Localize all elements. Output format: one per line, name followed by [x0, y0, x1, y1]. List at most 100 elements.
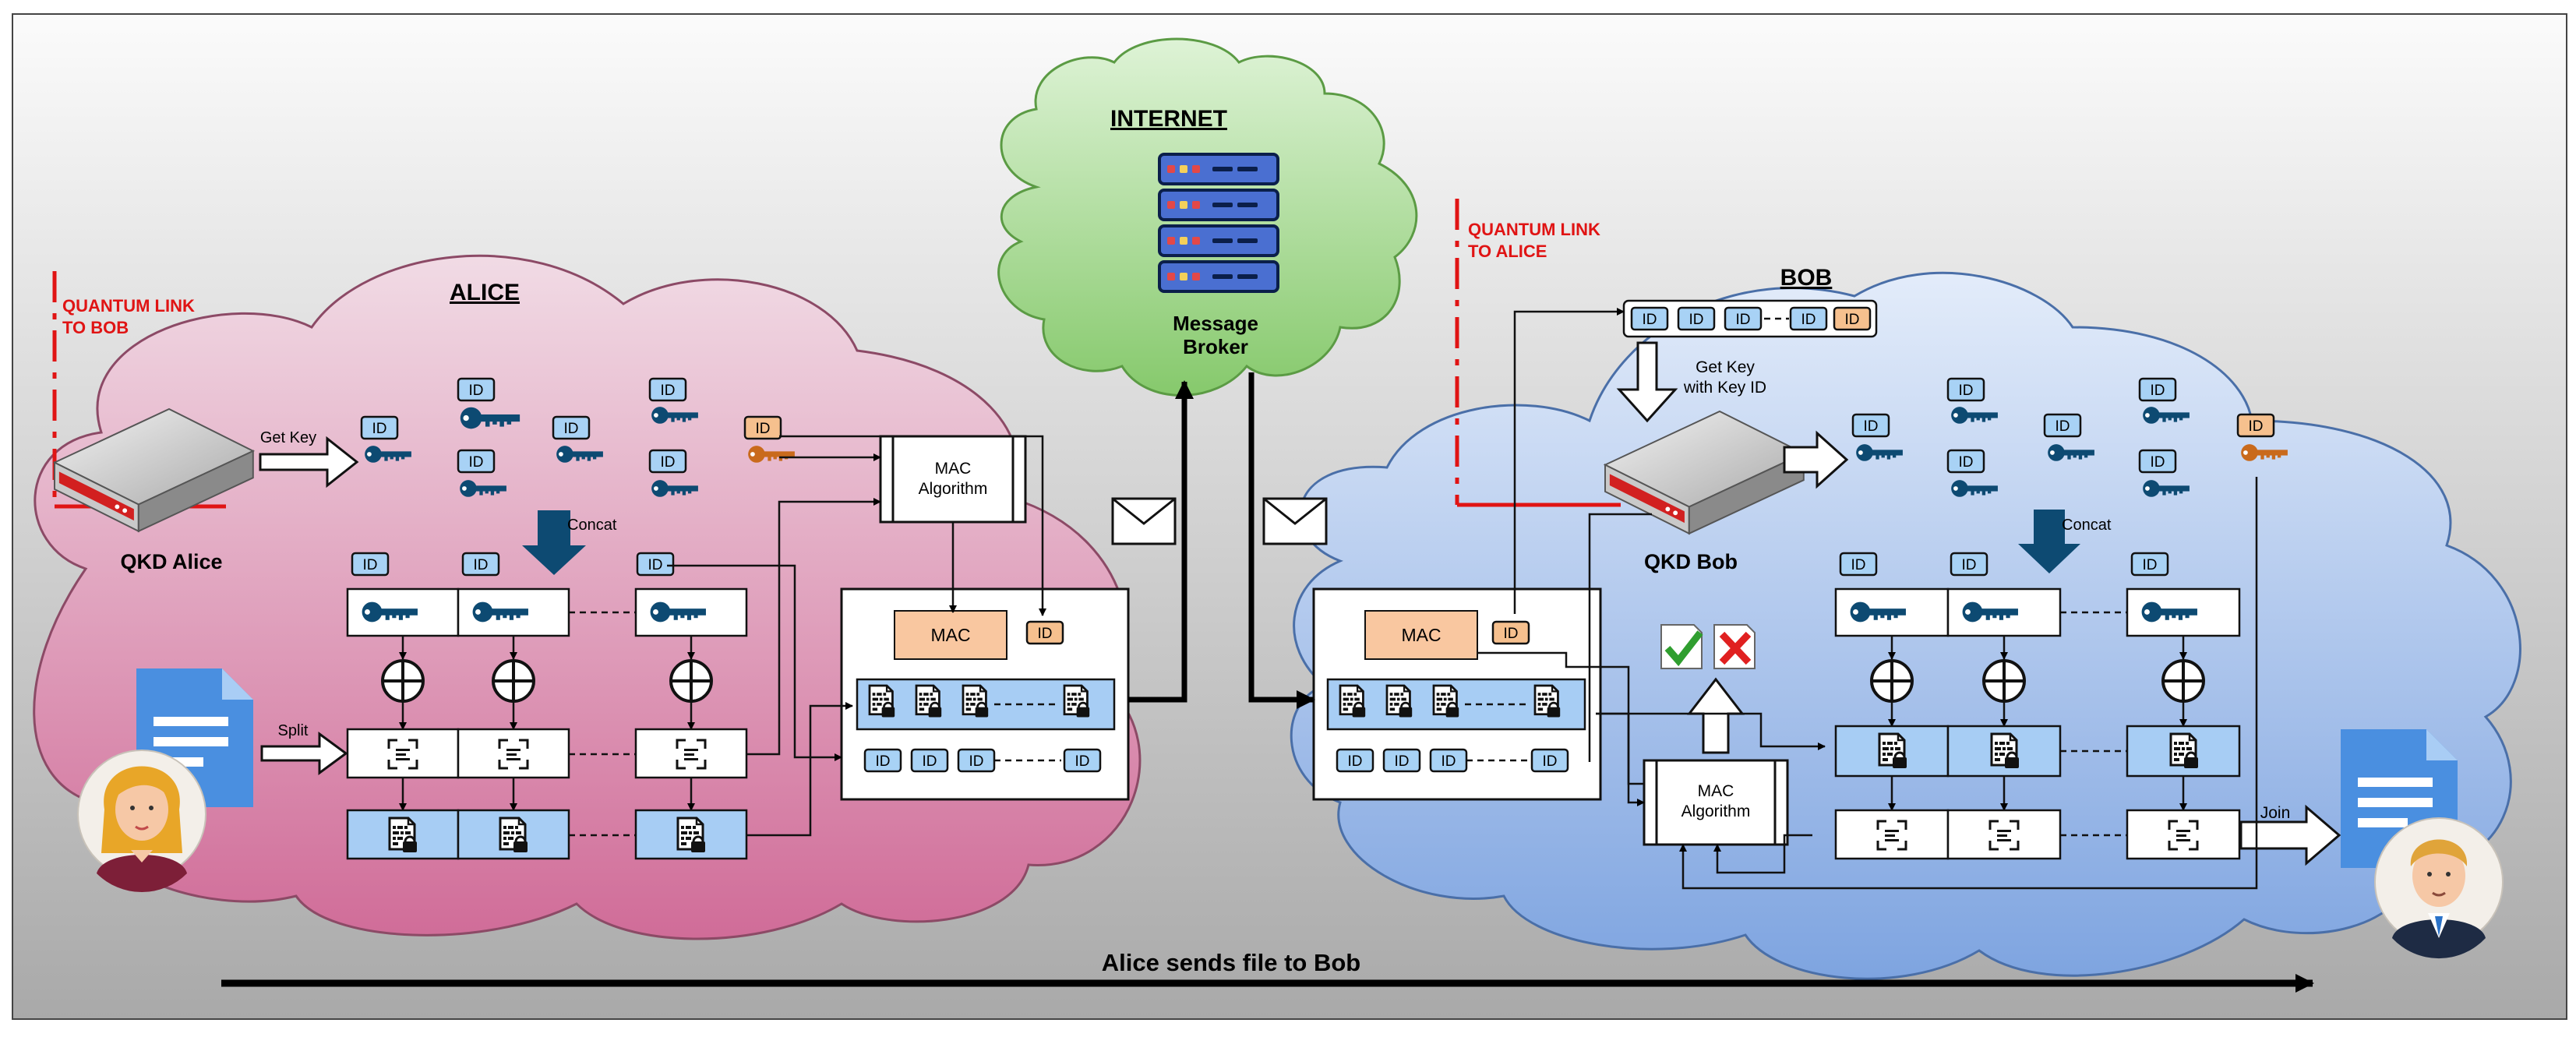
key-id-text: ID	[1736, 312, 1751, 328]
get-key-id-arrow	[1616, 341, 1678, 423]
key-id-text: ID	[876, 753, 891, 770]
encrypted-file-icon	[388, 817, 418, 854]
alice-title: ALICE	[450, 280, 520, 305]
key-id-tag: ID	[957, 748, 996, 773]
bob-quantum-link	[1455, 199, 1621, 507]
key-id-text: ID	[648, 557, 663, 573]
xor-icon	[1982, 659, 2026, 703]
key-id-tag: ID	[1946, 377, 1985, 402]
bob-mac-label: MAC	[1401, 625, 1441, 645]
alice-avatar-icon	[77, 750, 206, 893]
cross-icon	[1713, 624, 1756, 669]
bob-get-key-arrow	[1783, 430, 1849, 489]
key-id-text: ID	[564, 421, 579, 437]
concat-label-alice: Concat	[567, 517, 617, 534]
concat-arrow-alice	[522, 510, 586, 575]
key-id-tag: ID	[461, 552, 500, 577]
alice-rows: ID ID ID	[346, 552, 748, 860]
xor-icon	[669, 659, 713, 703]
key-id-text: ID	[1038, 626, 1053, 642]
key-id-text: ID	[2151, 383, 2165, 399]
key-id-text: ID	[363, 557, 378, 573]
key-id-tag: ID	[743, 415, 782, 440]
key-id-text: ID	[474, 557, 489, 573]
key-id-tag: ID	[636, 552, 675, 577]
key-id-text: ID	[469, 383, 484, 399]
alice-mac-label: MAC	[930, 625, 970, 645]
key-id-text: ID	[1959, 454, 1974, 471]
key-id-text: ID	[372, 421, 387, 437]
concat-label-bob: Concat	[2062, 517, 2112, 534]
key-id-tag: ID	[552, 415, 591, 440]
bob-key-id-bar: ID ID ID ID ID	[1622, 299, 1878, 338]
key-id-tag: ID	[2138, 449, 2177, 474]
encrypted-file-icon	[915, 684, 943, 718]
key-id-text: ID	[1643, 312, 1657, 328]
key-id-text: ID	[661, 454, 676, 471]
bob-rows: ID ID ID	[1834, 552, 2241, 860]
key-id-text: ID	[1845, 312, 1860, 328]
split-arrow	[260, 732, 348, 775]
encrypted-file-icon	[962, 684, 990, 718]
alice-mac-algorithm-box	[879, 435, 1027, 524]
encrypted-file-icon	[1533, 684, 1561, 718]
key-id-text: ID	[1962, 557, 1977, 573]
key-id-tag: ID	[2130, 552, 2169, 577]
key-id-tag: ID	[2236, 413, 2275, 438]
get-key-arrow	[259, 436, 359, 489]
key-id-text: ID	[1442, 753, 1456, 770]
key-id-text: ID	[1851, 557, 1866, 573]
key-id-tag: ID	[2138, 377, 2177, 402]
envelope-icon	[1111, 497, 1177, 545]
key-id-tag: ID	[1946, 449, 1985, 474]
key-id-tag: ID	[1833, 306, 1872, 331]
key-id-text: ID	[2056, 418, 2070, 435]
alice-packet-content: ID ID ID ID ID	[856, 620, 1116, 773]
key-id-text: ID	[1075, 753, 1090, 770]
key-id-tag: ID	[910, 748, 949, 773]
xor-icon	[381, 659, 425, 703]
key-id-text: ID	[2151, 454, 2165, 471]
encrypted-file-icon	[868, 684, 896, 718]
key-id-text: ID	[469, 454, 484, 471]
encrypted-file-icon	[1063, 684, 1091, 718]
key-id-tag: ID	[1630, 306, 1669, 331]
key-id-text: ID	[1864, 418, 1879, 435]
message-flow	[1128, 372, 1315, 709]
key-id-tag: ID	[1677, 306, 1716, 331]
key-id-text: ID	[1543, 753, 1558, 770]
key-id-text: ID	[923, 753, 937, 770]
key-id-text: ID	[756, 421, 771, 437]
xor-icon	[1870, 659, 1914, 703]
key-id-tag: ID	[351, 552, 390, 577]
key-id-tag: ID	[457, 449, 496, 474]
key-id-tag: ID	[360, 415, 399, 440]
connector-lines	[667, 308, 2258, 890]
key-id-tag: ID	[1851, 413, 1890, 438]
check-icon	[1660, 624, 1703, 669]
key-id-tag: ID	[1382, 748, 1421, 773]
bob-title: BOB	[1780, 265, 1833, 291]
split-label: Split	[278, 722, 309, 739]
key-id-text: ID	[1348, 753, 1363, 770]
xor-icon	[2161, 659, 2205, 703]
bob-mac-box	[1364, 610, 1478, 660]
key-id-tag: ID	[648, 377, 687, 402]
encrypted-file-icon	[1878, 732, 1908, 770]
key-id-text: ID	[2143, 557, 2158, 573]
encrypted-file-icon	[1990, 732, 2020, 770]
key-id-tag: ID	[1336, 748, 1374, 773]
key-id-tag: ID	[1789, 306, 1828, 331]
get-key-label: Get Key	[260, 429, 316, 446]
key-id-text: ID	[1395, 753, 1410, 770]
alice-key-pool: ID ID ID ID ID ID ID	[360, 377, 795, 497]
encrypted-file-icon	[1432, 684, 1460, 718]
